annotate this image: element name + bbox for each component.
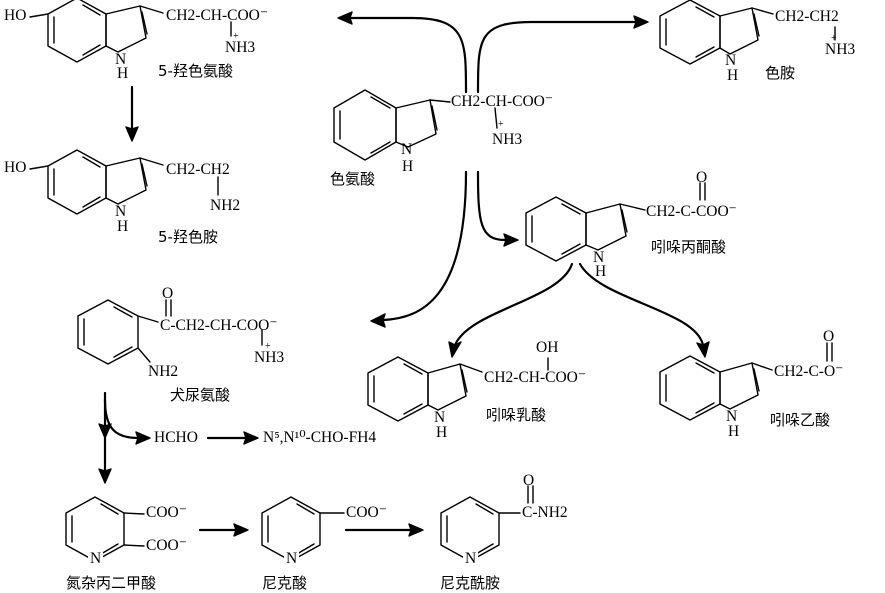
serotonin-nh-label: N [115, 203, 127, 220]
ht5-h-label: H [117, 65, 129, 82]
ht5-plus-label: + [233, 31, 239, 42]
kyn-structure [77, 299, 263, 365]
serotonin-structure [29, 149, 219, 215]
serotonin-ho-label: HO [4, 159, 27, 176]
niacin-structure [261, 496, 345, 562]
tryptamine-structure [659, 0, 836, 65]
ipa-oxo-label: O [696, 169, 708, 186]
kyn-name: 犬尿氨酸 [170, 386, 231, 404]
ipa-h-label: H [595, 263, 607, 280]
ipa-name: 吲哚丙酮酸 [651, 238, 727, 256]
quin-coo1-label: COO⁻ [146, 504, 187, 521]
ila-oh-label: OH [536, 339, 559, 356]
ht5-structure [29, 0, 232, 63]
tryptamine-name: 色胺 [765, 64, 796, 82]
ht5-chain-label: CH2-CH-COO⁻ [166, 7, 269, 24]
quin-n-label: N [88, 550, 104, 567]
ila-name: 吲哚乳酸 [486, 406, 547, 424]
ipa-structure [525, 182, 706, 262]
serotonin-chain-label: CH2-CH2 [166, 161, 230, 178]
ila-h-label: H [436, 424, 448, 441]
niacinamide-name: 尼克酰胺 [440, 574, 501, 592]
reaction-arrows [98, 11, 710, 537]
thf-label: N⁵,N¹⁰-CHO-FH4 [263, 429, 377, 446]
hcho-label: HCHO [154, 429, 198, 446]
ila-nh-label: N [434, 409, 446, 426]
trp-structure [333, 89, 498, 161]
niacinamide-amide-label: C-NH2 [522, 504, 568, 521]
ht5-ho-label: HO [4, 7, 27, 24]
iaa-structure [659, 342, 833, 421]
niacinamide-structure [440, 485, 534, 562]
quin-name: 氮杂丙二甲酸 [66, 574, 157, 592]
tryptamine-chain-label: CH2-CH2 [775, 8, 839, 25]
iaa-oxo-label: O [823, 328, 835, 345]
serotonin-h-label: H [117, 218, 129, 235]
serotonin-amine-label: NH2 [210, 197, 241, 214]
ipa-nh-label: N [593, 249, 605, 266]
trp-amine-label: NH3 [492, 131, 523, 148]
tryptamine-amine-label: NH3 [825, 41, 856, 58]
ila-chain-label: CH2-CH-COO⁻ [484, 369, 587, 386]
iaa-nh-label: N [726, 408, 738, 425]
iaa-name: 吲哚乙酸 [770, 411, 831, 429]
ht5-name: 5-羟色氨酸 [158, 62, 233, 80]
ht5-nh-label: N [115, 51, 127, 68]
quin-coo2-label: COO⁻ [146, 537, 187, 554]
niacinamide-n-label: N [463, 550, 479, 567]
niacinamide-oxo-label: O [523, 472, 535, 489]
niacin-name: 尼克酸 [262, 574, 308, 592]
kyn-amine-label: NH3 [254, 349, 285, 366]
trp-nh-label: N [401, 141, 413, 158]
trp-name: 色氨酸 [330, 170, 376, 188]
iaa-chain-label: CH2-C-O⁻ [774, 363, 844, 380]
ila-structure [367, 356, 549, 422]
tryptamine-nh-label: N [725, 52, 737, 69]
kyn-plus-label: + [265, 341, 271, 352]
ipa-chain-label: CH2-C-COO⁻ [646, 203, 737, 220]
niacin-coo-label: COO⁻ [346, 504, 387, 521]
trp-h-label: H [402, 158, 414, 175]
quin-structure [65, 496, 145, 562]
tryptamine-h-label: H [727, 67, 739, 84]
ht5-amine-label: NH3 [225, 39, 256, 56]
trp-plus-label: + [498, 119, 504, 130]
tryptamine-plus-label: + [831, 33, 837, 44]
serotonin-name: 5-羟色胺 [158, 228, 218, 246]
kyn-chain-label: C-CH2-CH-COO⁻ [160, 317, 278, 334]
niacin-n-label: N [284, 550, 300, 567]
trp-chain-label: CH2-CH-COO⁻ [451, 93, 554, 110]
kyn-arylamine-label: NH2 [148, 363, 179, 380]
kyn-oxo-label: O [162, 285, 174, 302]
iaa-h-label: H [728, 423, 740, 440]
